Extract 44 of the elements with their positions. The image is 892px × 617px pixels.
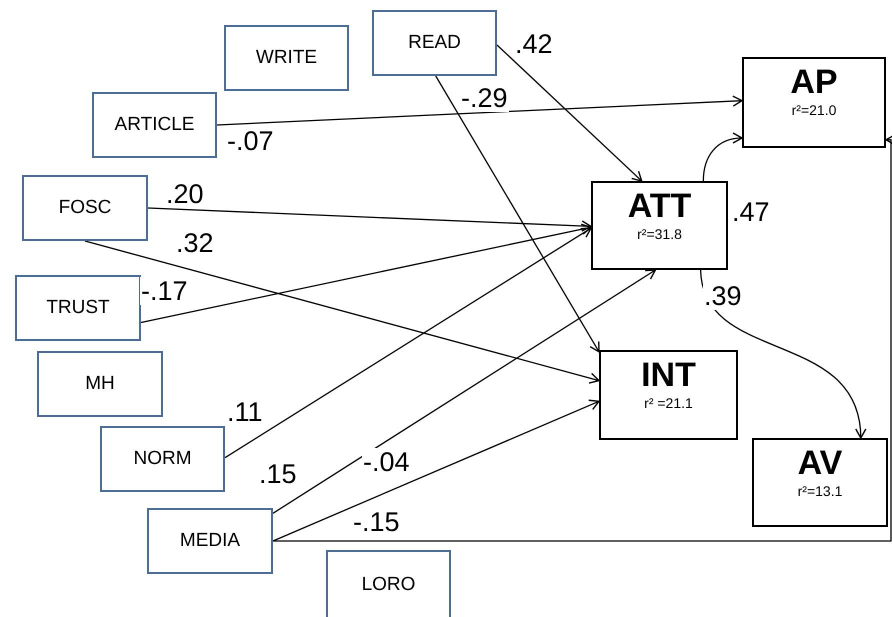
path-arrow xyxy=(702,132,743,182)
variable-box xyxy=(326,550,451,617)
variable-name: ARTICLE xyxy=(114,114,194,136)
outcome-box xyxy=(599,350,738,440)
path-arrow xyxy=(224,227,592,458)
variable-name: MEDIA xyxy=(180,530,240,552)
variable-box xyxy=(92,92,217,158)
variable-box xyxy=(37,351,163,417)
variable-name: AV xyxy=(798,444,842,482)
path-arrow xyxy=(273,134,892,542)
path-arrow xyxy=(148,207,592,232)
variable-name: LORO xyxy=(362,574,416,596)
path-arrow xyxy=(272,400,600,542)
path-arrow xyxy=(496,44,642,182)
variable-box xyxy=(147,508,273,574)
variable-name: INT xyxy=(641,356,696,394)
path-coefficient: -.17 xyxy=(140,277,189,305)
r-squared-value: r²=21.0 xyxy=(792,101,836,119)
path-arrow xyxy=(84,240,600,384)
variable-box xyxy=(15,275,141,341)
variable-name: WRITE xyxy=(256,47,318,69)
path-coefficient: .39 xyxy=(703,282,743,310)
variable-name: MH xyxy=(85,373,115,395)
variable-box xyxy=(22,175,148,241)
outcome-box xyxy=(742,57,886,148)
variable-name: FOSC xyxy=(58,197,112,219)
path-arrow xyxy=(216,95,743,126)
variable-box xyxy=(224,25,349,91)
r-squared-value: r²=13.1 xyxy=(798,482,842,500)
variable-name: AP xyxy=(790,63,838,101)
variable-box xyxy=(372,10,497,76)
variable-name: ATT xyxy=(628,187,692,225)
variable-name: READ xyxy=(408,32,461,54)
path-arrow xyxy=(272,269,656,514)
variable-name: TRUST xyxy=(46,297,110,319)
outcome-box xyxy=(591,181,728,270)
variable-name: NORM xyxy=(133,448,192,470)
outcome-box xyxy=(752,438,888,527)
path-arrow xyxy=(435,76,600,352)
r-squared-value: r²=31.8 xyxy=(637,225,682,243)
path-arrow xyxy=(140,224,592,324)
r-squared-value: r² =21.1 xyxy=(644,394,693,412)
variable-box xyxy=(100,426,225,492)
path-arrow xyxy=(700,270,866,439)
